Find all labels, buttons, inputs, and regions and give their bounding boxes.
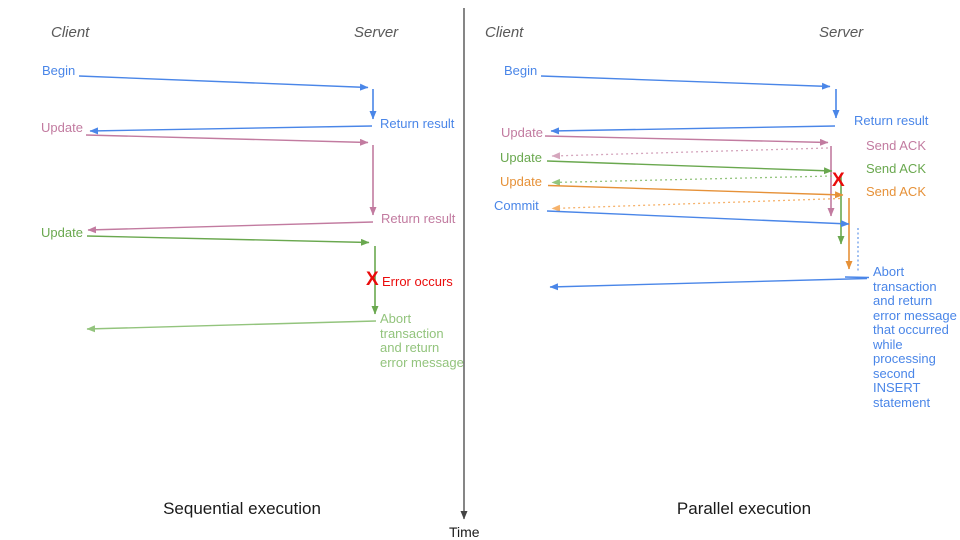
seq-return2-arrow xyxy=(87,221,374,234)
sequential-update-1-label: Update xyxy=(41,120,83,135)
par-commit-arrow xyxy=(546,210,850,228)
seq-begin-arrow xyxy=(78,75,369,91)
parallel-send-ack-2-label: Send ACK xyxy=(866,161,926,176)
sequential-return-result-2-label: Return result xyxy=(381,211,456,226)
sequential-begin-label: Begin xyxy=(42,63,76,78)
par-abort-arrow xyxy=(549,277,868,291)
par-ack2-arrow xyxy=(551,175,833,186)
parallel-client-header: Client xyxy=(485,24,524,41)
sequential-update-2-label: Update xyxy=(41,225,83,240)
parallel-title: Parallel execution xyxy=(676,499,812,518)
time-axis-label: Time xyxy=(449,524,480,540)
seq-return1-arrow xyxy=(89,125,373,135)
seq-abort-arrow xyxy=(86,320,377,333)
par-ack1-arrow xyxy=(551,147,829,160)
parallel-abort-label: Abort transaction and return error messa… xyxy=(873,264,957,410)
par-update3-arrow xyxy=(547,184,844,199)
sequential-title: Sequential execution xyxy=(163,499,321,518)
sequential-server-header: Server xyxy=(354,24,399,41)
par-update1-arrow xyxy=(544,135,829,146)
parallel-return-result-label: Return result xyxy=(854,113,929,128)
parallel-error-x-icon: X xyxy=(832,170,845,191)
sequential-error-label: Error occurs xyxy=(382,274,453,289)
sequential-abort-label: Abort transaction and return error messa… xyxy=(380,311,464,370)
parallel-update-1-label: Update xyxy=(501,125,543,140)
par-ack3-arrow xyxy=(551,197,841,212)
parallel-update-2-label: Update xyxy=(500,150,542,165)
parallel-update-3-label: Update xyxy=(500,174,542,189)
seq-update2-arrow xyxy=(86,235,370,246)
sequential-arrows xyxy=(78,75,379,333)
par-abort-tick xyxy=(844,276,870,279)
sequential-return-result-1-label: Return result xyxy=(380,116,455,131)
parallel-arrows xyxy=(540,75,870,291)
par-return-arrow xyxy=(550,125,836,135)
parallel-server-header: Server xyxy=(819,24,864,41)
par-begin-arrow xyxy=(540,75,831,90)
seq-update1-arrow xyxy=(85,134,369,146)
sequential-client-header: Client xyxy=(51,24,90,41)
par-update2-arrow xyxy=(546,160,833,175)
parallel-send-ack-3-label: Send ACK xyxy=(866,184,926,199)
parallel-begin-label: Begin xyxy=(504,63,538,78)
parallel-send-ack-1-label: Send ACK xyxy=(866,138,926,153)
parallel-commit-label: Commit xyxy=(494,198,539,213)
sequential-error-x-icon: X xyxy=(366,269,379,290)
